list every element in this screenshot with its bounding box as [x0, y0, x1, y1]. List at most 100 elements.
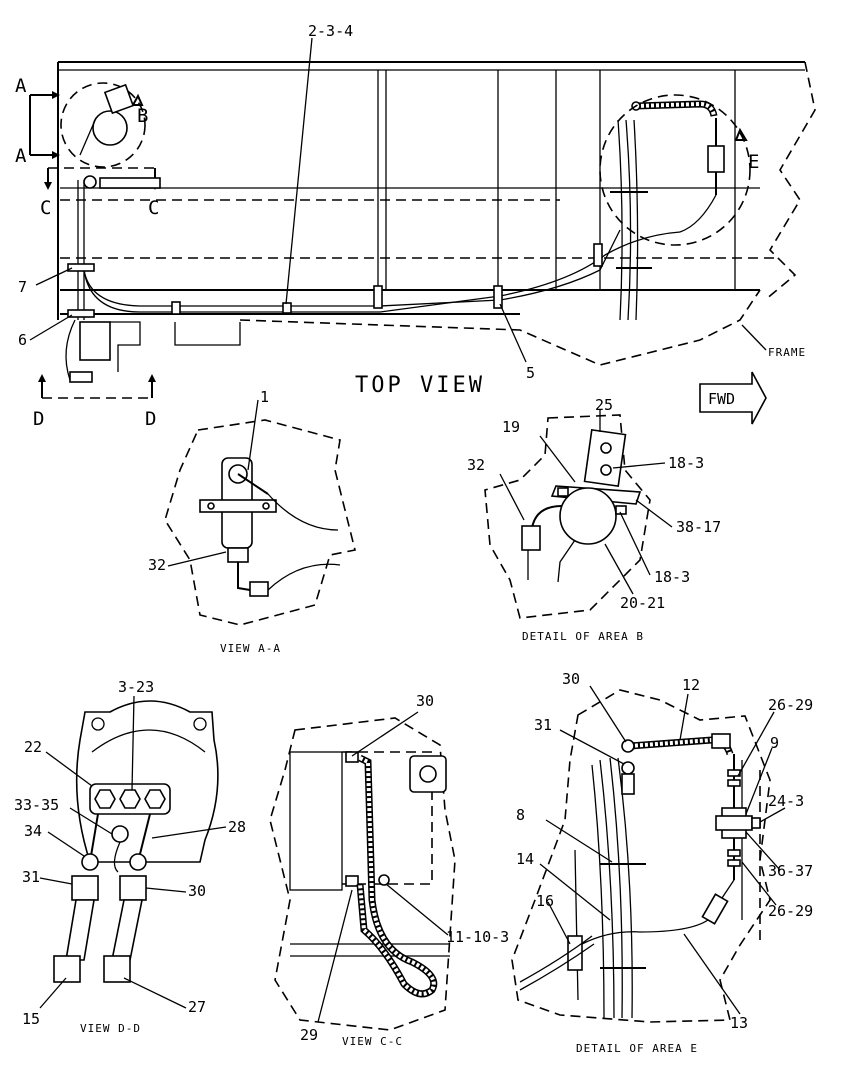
detail-area-b: 25 19 32 18-3 38-17 18-3 20-21 DETAIL OF… [467, 396, 721, 643]
va-end-fitting [249, 581, 269, 597]
db-fitting-32 [521, 525, 541, 551]
db-callout-18-3a: 18-3 [668, 454, 704, 472]
vd-callout-3-23: 3-23 [118, 678, 154, 696]
leader-vd-34 [47, 831, 85, 857]
vd-hex-2 [119, 789, 141, 809]
de-caption: DETAIL OF AREA E [576, 1042, 698, 1055]
fwd-arrow [699, 371, 767, 425]
leader-de-26-29a [737, 711, 775, 777]
vd-callout-22: 22 [24, 738, 42, 756]
db-caption: DETAIL OF AREA B [522, 630, 644, 643]
db-callout-32: 32 [467, 456, 485, 474]
frame-lower-break [239, 289, 761, 366]
leader-vc-29 [317, 889, 353, 1023]
frame-right-break [764, 61, 816, 301]
leader-6 [29, 314, 73, 341]
va-callout-1: 1 [260, 388, 269, 406]
vd-callout-31: 31 [22, 868, 40, 886]
top-fitting-c [99, 177, 161, 189]
vd-valve-body [75, 700, 219, 863]
detail-area-e: 30 12 31 26-29 9 24-3 8 36-37 14 26-29 1… [511, 670, 813, 1055]
vd-wire [113, 841, 121, 873]
leader-5 [499, 303, 527, 363]
detail-circle-b [60, 82, 146, 168]
de-callout-26-29a: 26-29 [768, 696, 813, 714]
va-fitting [227, 547, 249, 563]
de-callout-24-3: 24-3 [768, 792, 804, 810]
top-view-title: TOP VIEW [355, 373, 485, 398]
hose-main-2 [83, 269, 501, 313]
de-lower-hose-b [519, 943, 595, 991]
db-callout-18-3b: 18-3 [654, 568, 690, 586]
leader-de-12 [679, 693, 689, 741]
de-callout-12: 12 [682, 676, 700, 694]
arrow-b [131, 93, 144, 106]
va-pipe [237, 562, 251, 591]
vc-clip [378, 874, 390, 886]
callout-5: 5 [526, 364, 535, 382]
hose-main-1 [83, 229, 621, 307]
de-fitting-30 [621, 739, 635, 753]
de-callout-9: 9 [770, 734, 779, 752]
de-callout-30: 30 [562, 670, 580, 688]
callout-6: 6 [18, 331, 27, 349]
leader-2-3-4 [285, 37, 313, 305]
db-wire-2 [557, 539, 576, 583]
view-a-a: 1 32 VIEW A-A [148, 388, 356, 655]
section-d-arrow-right [148, 374, 156, 382]
db-hole-2 [600, 464, 612, 476]
de-washer-top-2 [727, 779, 741, 787]
leader-vd-22 [45, 751, 93, 787]
va-caption: VIEW A-A [220, 642, 281, 655]
vd-end-27 [103, 955, 131, 983]
vd-fitting-30 [119, 875, 147, 901]
section-b: B [137, 105, 148, 127]
hose-fitting-1 [171, 301, 181, 315]
vd-ear-hole-1 [91, 717, 105, 731]
db-callout-19: 19 [502, 418, 520, 436]
leader-va-1 [247, 399, 259, 471]
vd-hose-15 [65, 899, 95, 961]
db-bolt-left [557, 487, 569, 497]
va-bolt-1 [207, 502, 215, 510]
vd-body-arc [91, 729, 206, 753]
top-solenoid [92, 110, 128, 146]
de-washer-bot-2 [727, 859, 741, 867]
leader-vd-28 [151, 826, 227, 839]
section-d-right-label: D [145, 408, 156, 430]
vd-nut-left [81, 853, 99, 871]
vd-hex-3 [144, 789, 166, 809]
clamp-6 [67, 309, 95, 318]
leader-db-18-3a [612, 462, 666, 469]
db-callout-38-17: 38-17 [676, 518, 721, 536]
vd-nut-right [129, 853, 147, 871]
de-lower-hose-a [519, 935, 593, 983]
top-valve-d-bracket [110, 321, 141, 372]
vd-callout-27: 27 [188, 998, 206, 1016]
de-hose-end [711, 733, 731, 749]
vd-hose-27 [111, 899, 143, 961]
de-valve-bolt [751, 817, 761, 829]
leader-de-16 [547, 901, 571, 945]
vc-caption: VIEW C-C [342, 1035, 403, 1048]
section-a-arrow-bot [52, 151, 60, 159]
vc-boundary [269, 717, 456, 1031]
de-callout-13: 13 [730, 1014, 748, 1032]
leader-de-30 [589, 685, 627, 743]
vc-callout-30: 30 [416, 692, 434, 710]
vd-hex-1 [94, 789, 116, 809]
top-solenoid-wire [79, 117, 97, 156]
vd-callout-33-35: 33-35 [14, 796, 59, 814]
vd-ear-hole-2 [193, 717, 207, 731]
top-e-hose-texture [635, 101, 716, 117]
clip-1 [373, 285, 383, 309]
leader-db-32 [499, 473, 525, 521]
clip-2 [493, 285, 503, 309]
leader-vd-31 [39, 877, 73, 885]
top-valve-d-fitting [69, 371, 93, 383]
vd-fitting-31 [71, 875, 99, 901]
de-hose-13-start [721, 879, 735, 899]
leader-vd-15 [39, 977, 67, 1009]
vd-end-15 [53, 955, 81, 983]
bundle-hose-2 [625, 119, 632, 321]
